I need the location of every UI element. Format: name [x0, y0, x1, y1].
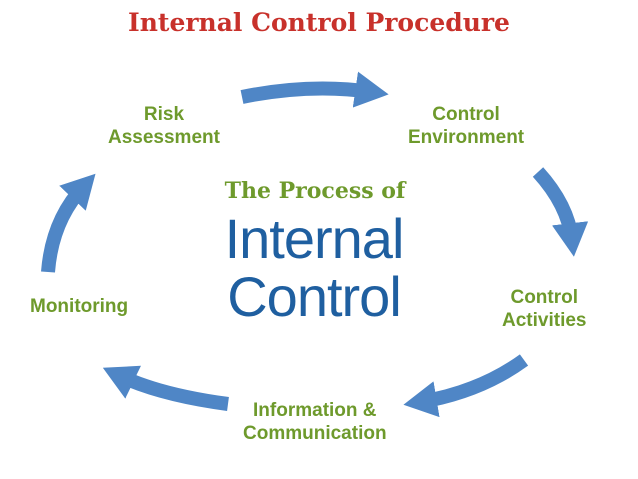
step-label-line2: Activities — [502, 310, 587, 331]
step-label-line1: Information & — [253, 400, 377, 421]
step-control-environment: Control Environment — [408, 103, 524, 149]
center-heading: Internal Control — [196, 210, 432, 326]
step-label-line1: Control — [510, 287, 579, 308]
step-information-communication: Information & Communication — [243, 399, 387, 445]
center-subtitle: The Process of — [224, 178, 406, 204]
page-title: Internal Control Procedure — [128, 8, 510, 37]
step-risk-assessment: Risk Assessment — [108, 103, 220, 149]
step-label-line1: Monitoring — [30, 296, 129, 317]
center-heading-line1: Internal — [224, 207, 405, 270]
step-label-line2: Assessment — [108, 127, 220, 148]
arrow-activities-to-communication — [403, 354, 529, 418]
arrow-environment-to-activities — [532, 167, 589, 257]
step-monitoring: Monitoring — [30, 295, 128, 318]
step-label-line1: Control — [432, 104, 500, 125]
step-label-line2: Communication — [243, 423, 387, 444]
arrow-risk-to-environment — [240, 71, 389, 108]
step-control-activities: Control Activities — [502, 286, 586, 332]
center-heading-line2: Control — [227, 265, 402, 328]
step-label-line1: Risk — [143, 104, 185, 125]
arrow-communication-to-monitoring — [102, 365, 229, 411]
step-label-line2: Environment — [408, 127, 525, 148]
arrow-monitoring-to-risk — [41, 173, 96, 273]
